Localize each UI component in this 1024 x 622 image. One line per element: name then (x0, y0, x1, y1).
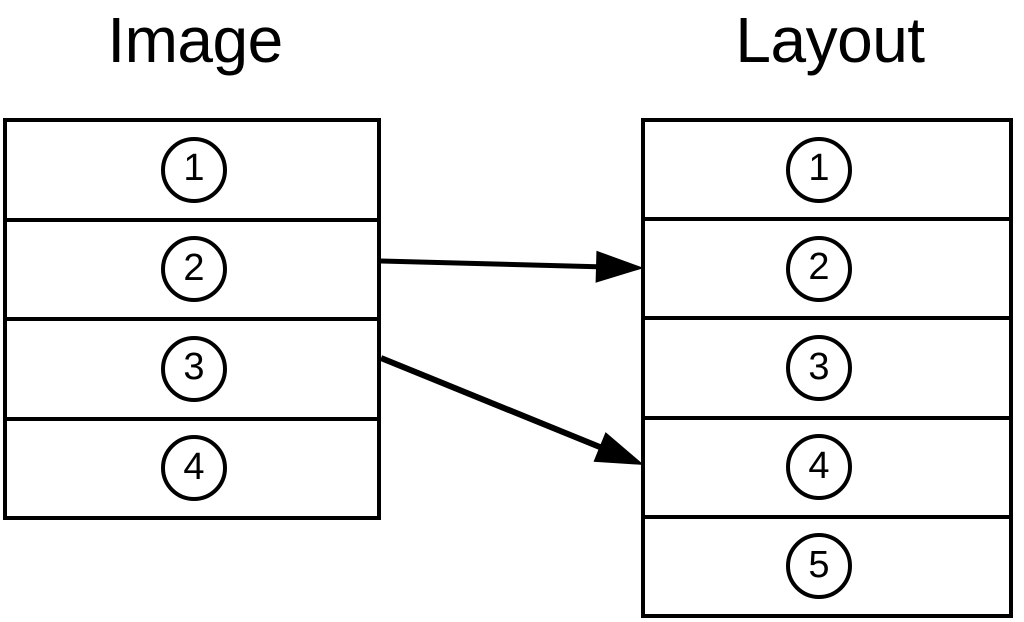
layout-row-2[interactable]: 2 (645, 221, 1009, 321)
arrow-image3-to-layout4-shaft (379, 355, 611, 454)
layout-row-2-badge: 2 (786, 235, 852, 302)
image-stack-title: Image (107, 4, 283, 76)
image-row-3[interactable]: 3 (7, 321, 377, 421)
image-stack: 1 2 3 4 (3, 118, 381, 520)
image-row-1-badge: 1 (161, 136, 227, 203)
arrow-image3-to-layout4-head (593, 432, 644, 465)
image-row-3-badge: 3 (161, 335, 227, 402)
image-row-2-badge: 2 (161, 236, 227, 303)
layout-row-1-badge: 1 (786, 136, 852, 203)
layout-row-5-badge: 5 (786, 533, 852, 600)
arrow-image2-to-layout2-shaft (380, 258, 607, 270)
arrow-image3-to-layout4 (379, 355, 644, 465)
image-row-1[interactable]: 1 (7, 122, 377, 222)
layout-row-3[interactable]: 3 (645, 320, 1009, 420)
image-row-4[interactable]: 4 (7, 421, 377, 517)
layout-row-1[interactable]: 1 (645, 122, 1009, 222)
layout-row-5[interactable]: 5 (645, 519, 1009, 614)
layout-stack: 1 2 3 4 5 (641, 118, 1013, 618)
arrow-image2-to-layout2 (380, 250, 644, 283)
layout-row-3-badge: 3 (786, 335, 852, 401)
image-row-4-badge: 4 (161, 435, 227, 502)
layout-row-4[interactable]: 4 (645, 420, 1009, 519)
layout-row-4-badge: 4 (786, 434, 852, 501)
image-row-2[interactable]: 2 (7, 222, 377, 321)
layout-stack-title: Layout (735, 4, 925, 76)
arrow-image2-to-layout2-head (595, 250, 644, 283)
